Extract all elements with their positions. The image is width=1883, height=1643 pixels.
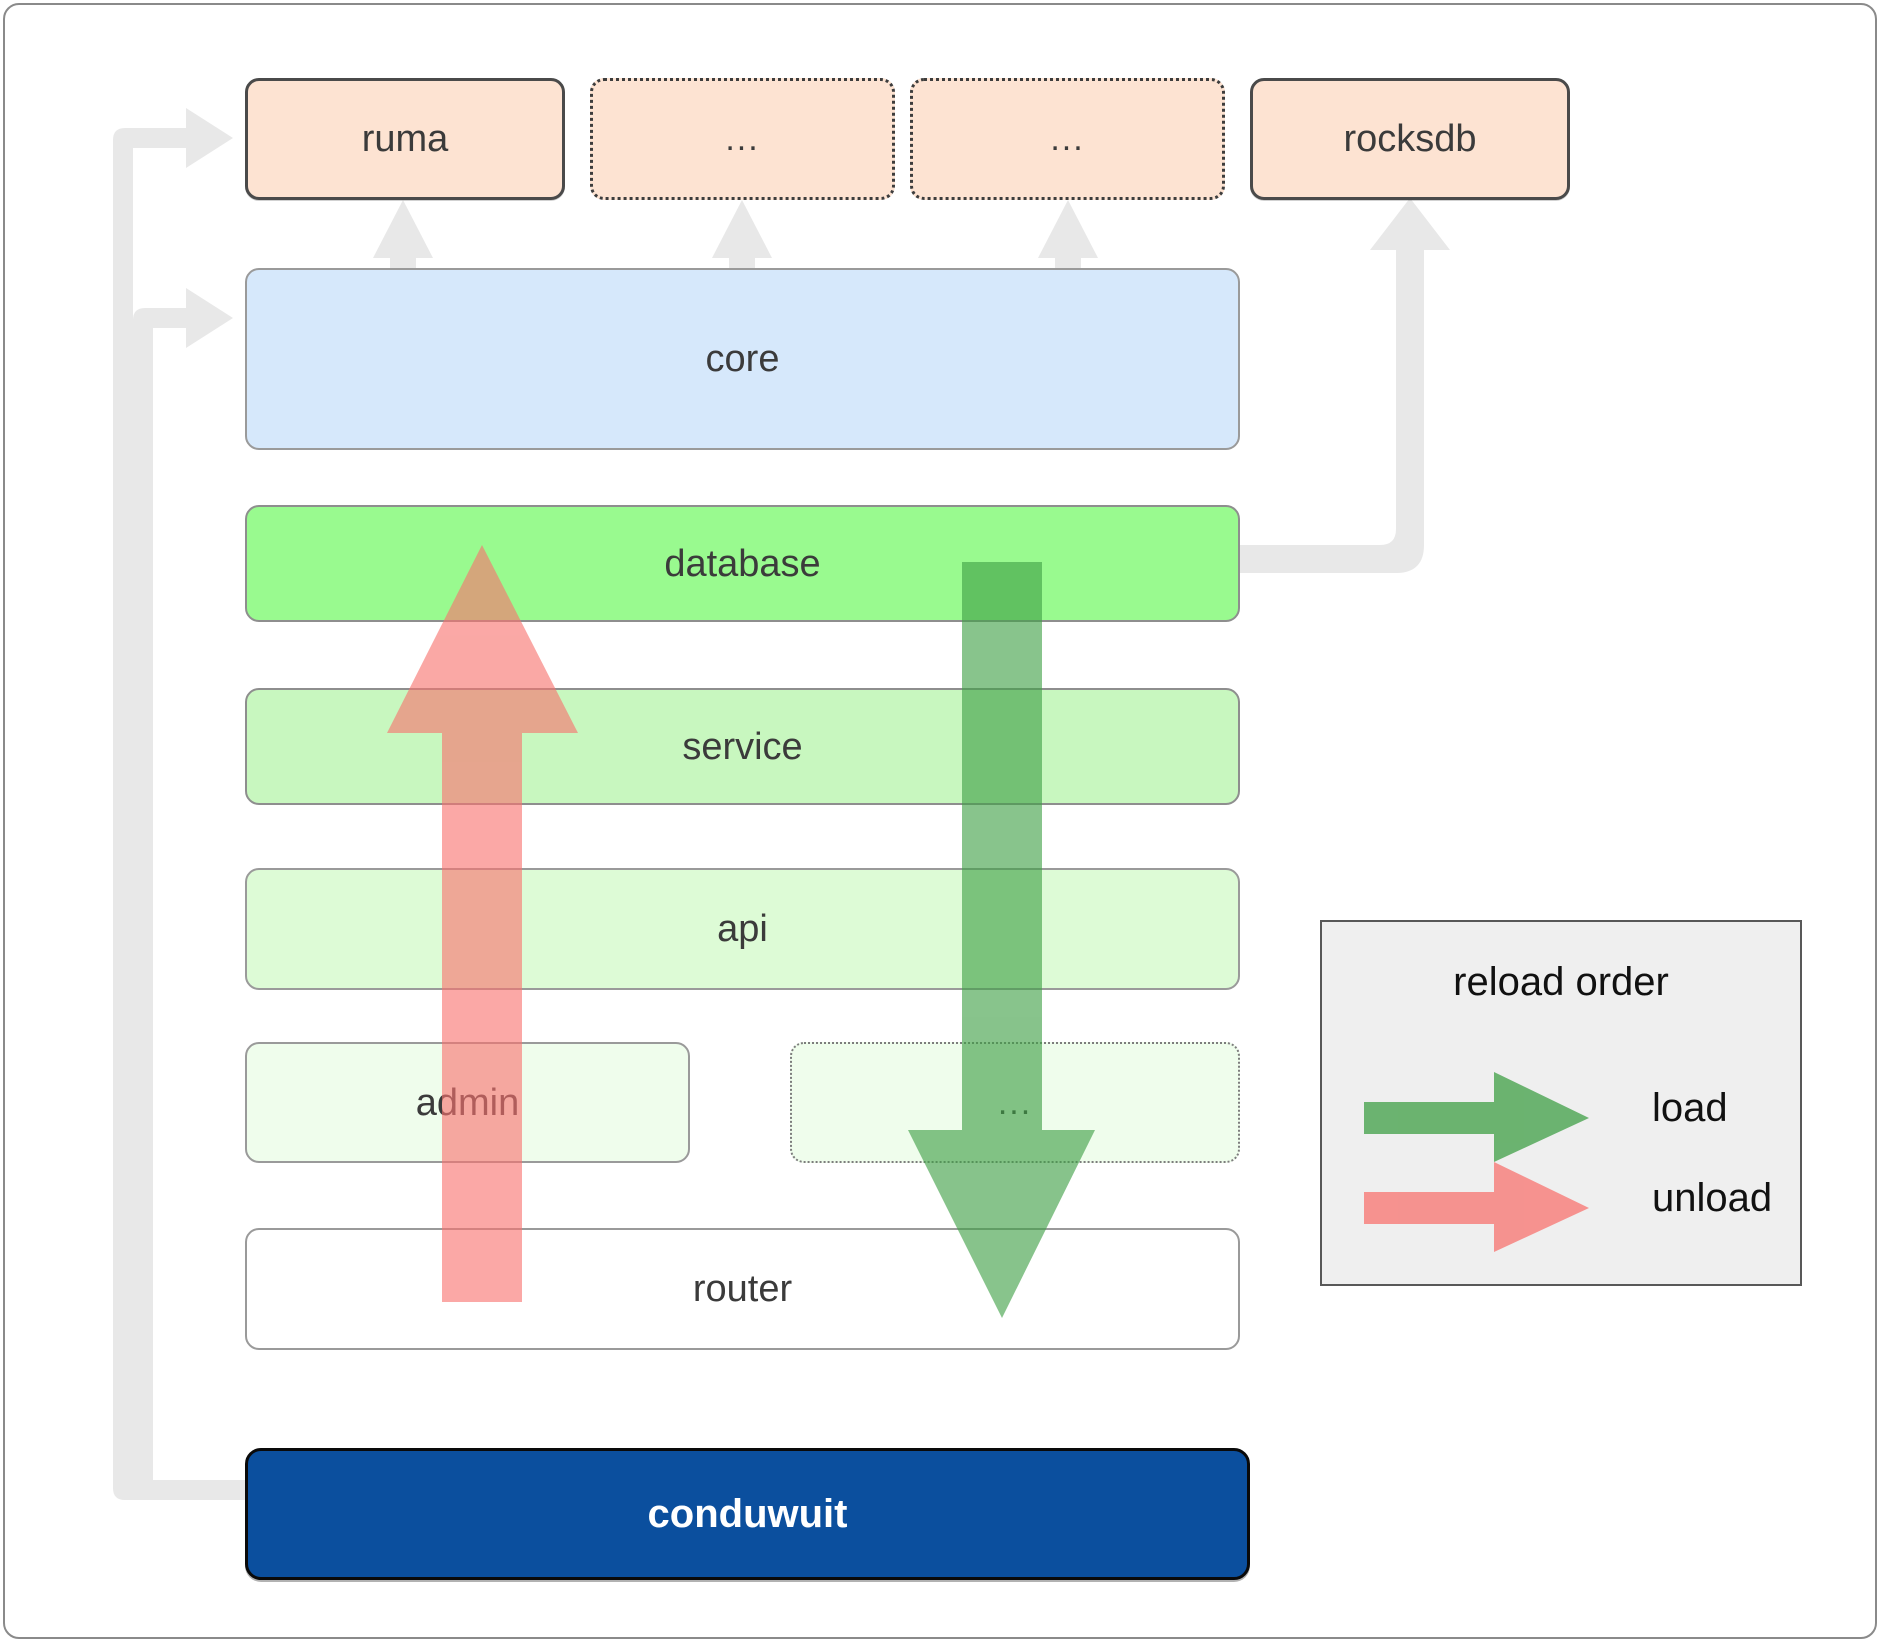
unload-legend-arrow-icon [1364,1162,1589,1252]
legend-label-load: load [1652,1086,1728,1130]
load-legend-arrow-icon [1364,1072,1589,1162]
connector-core-to-ext3 [1038,200,1098,268]
node-api[interactable]: api [245,868,1240,990]
connector-conduwuit-to-ruma [113,108,245,1500]
connector-database-to-rocksdb [1240,198,1450,573]
node-ext-placeholder-2[interactable]: ... [910,78,1225,200]
connector-core-to-ruma [373,200,433,268]
legend-title: reload order [1453,960,1669,1004]
unload-flow-arrow [387,545,578,1302]
connector-conduwuit-to-core [133,288,245,1500]
load-flow-arrow [908,562,1095,1318]
legend-row-unload: unload [1322,1162,1800,1252]
legend-label-unload: unload [1652,1176,1773,1220]
connector-core-to-ext2 [712,200,772,268]
legend-row-load: load [1322,1072,1800,1162]
legend-panel: reload order load unload [1320,920,1802,1286]
